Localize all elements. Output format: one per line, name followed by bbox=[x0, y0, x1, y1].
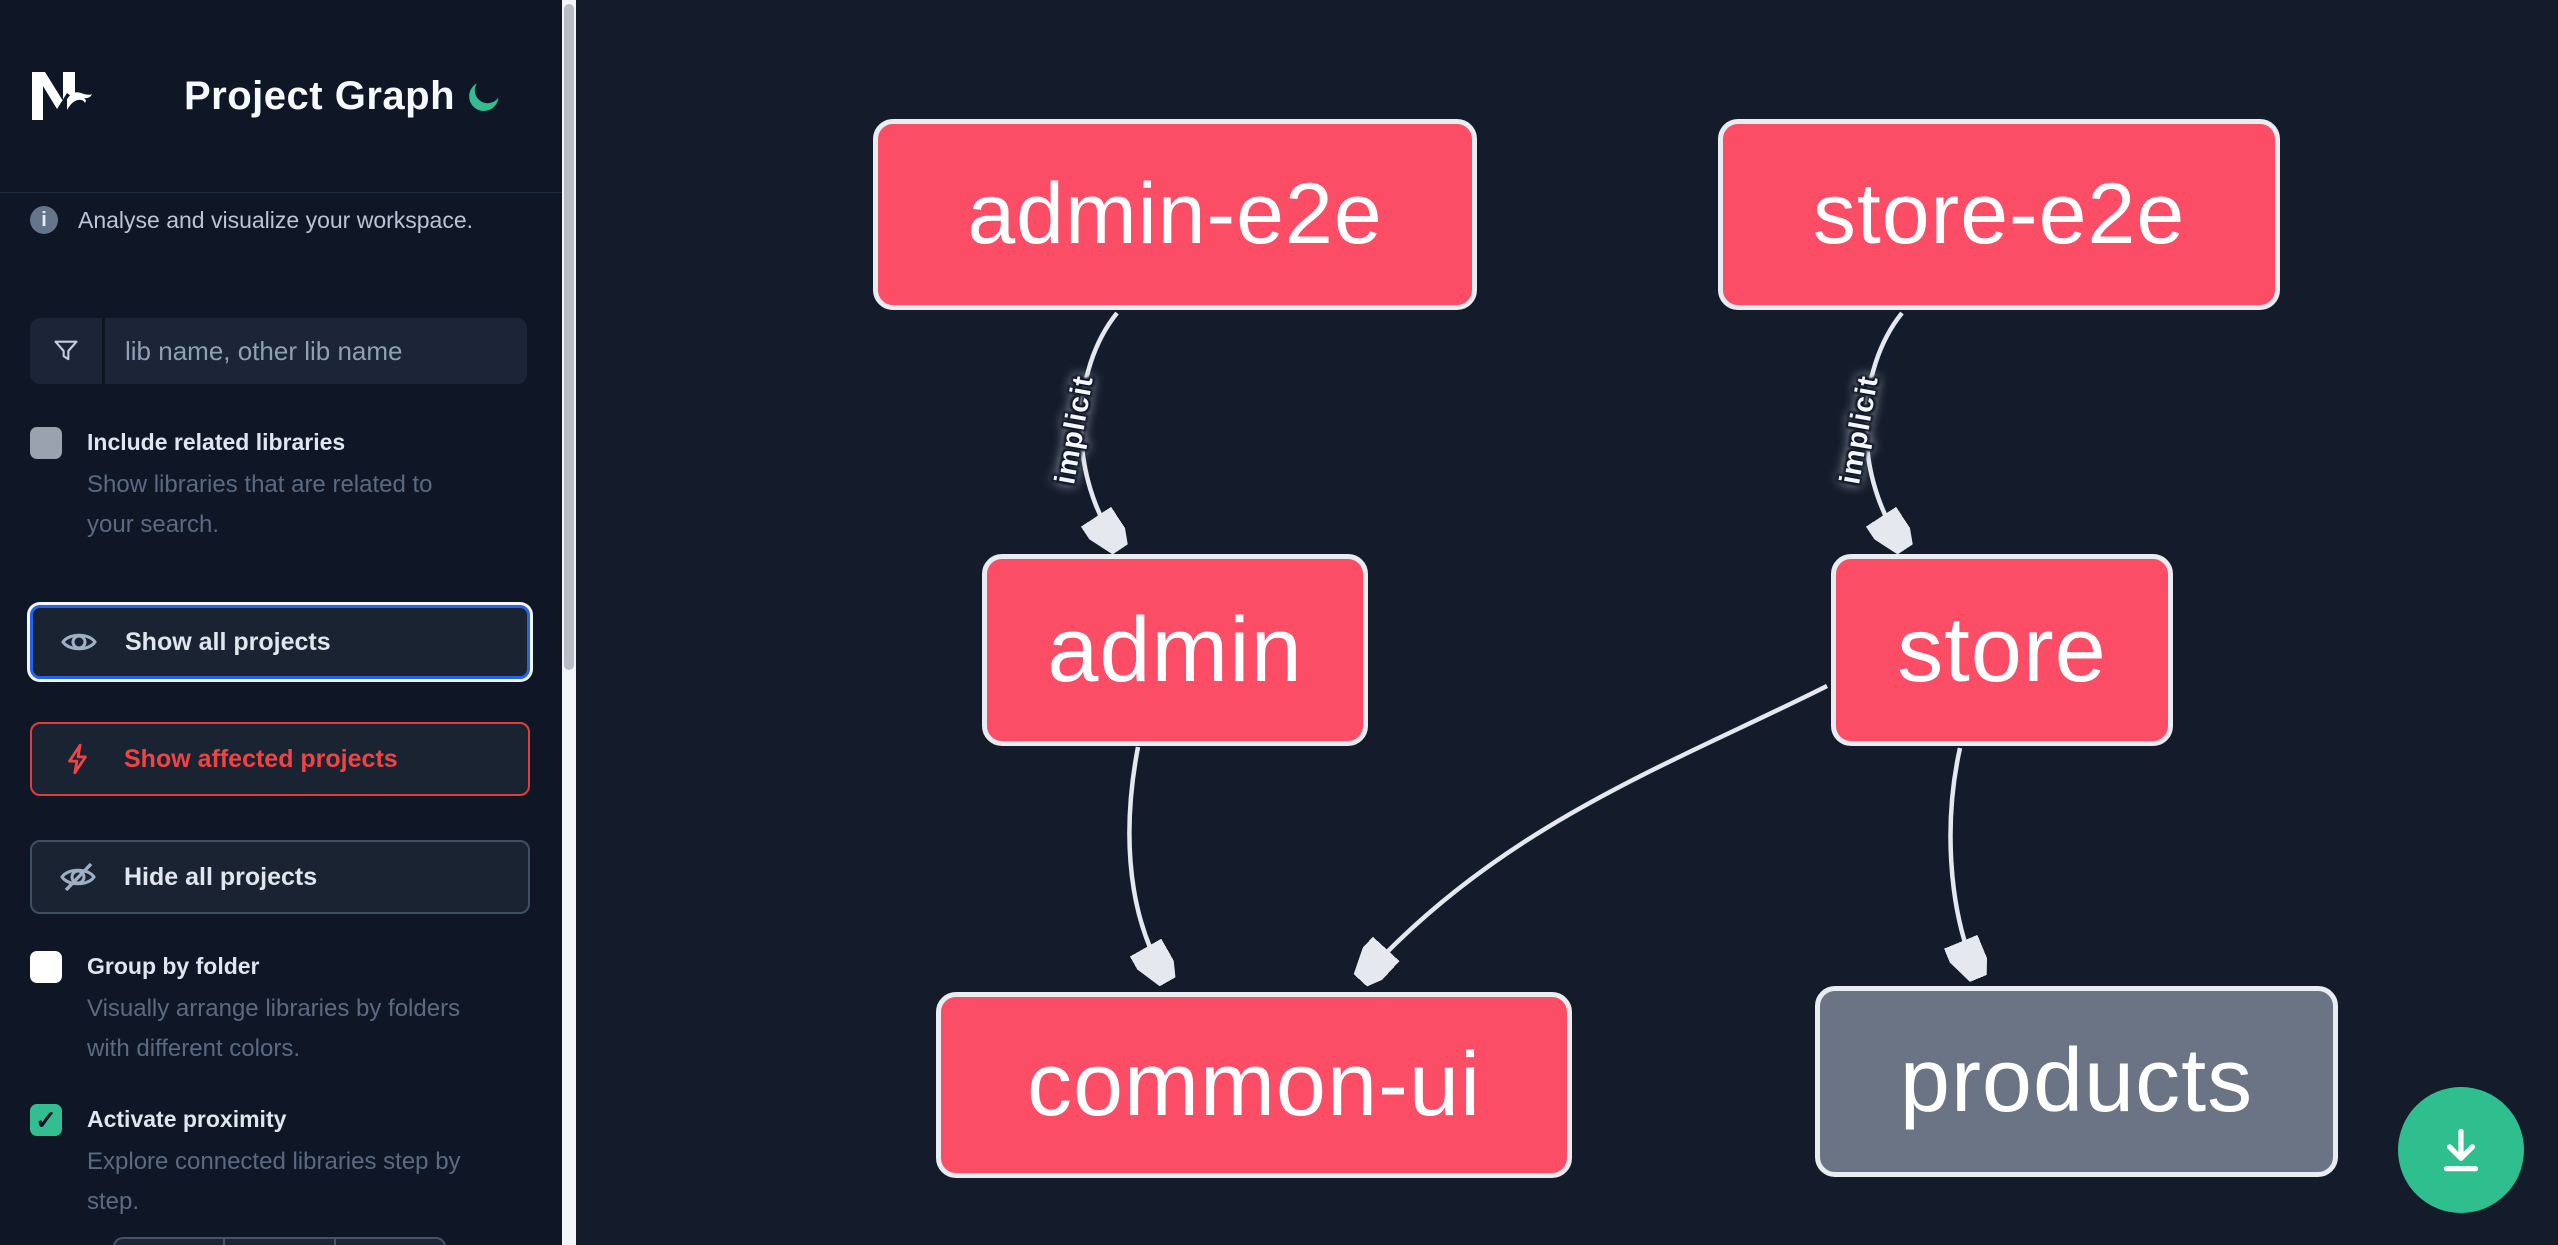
proximity-stepper-control[interactable] bbox=[113, 1237, 446, 1245]
eye-off-icon bbox=[60, 862, 96, 892]
bolt-icon bbox=[60, 743, 96, 775]
download-graph-button[interactable] bbox=[2398, 1087, 2524, 1213]
edge-store-to-products bbox=[1951, 747, 1974, 968]
group-by-folder-checkbox[interactable] bbox=[30, 951, 62, 983]
graph-node-common-ui[interactable]: common-ui bbox=[936, 992, 1572, 1178]
show-affected-projects-button[interactable]: Show affected projects bbox=[30, 722, 530, 796]
toggle-description: Visually arrange libraries by folders wi… bbox=[87, 995, 461, 1062]
filter-funnel-icon bbox=[30, 318, 105, 384]
search-input[interactable] bbox=[105, 318, 527, 384]
button-label: Show affected projects bbox=[124, 744, 398, 773]
toggle-description: Explore connected libraries step by step… bbox=[87, 1148, 461, 1215]
nx-logo bbox=[30, 68, 94, 124]
hide-all-projects-button[interactable]: Hide all projects bbox=[30, 840, 530, 914]
button-label: Hide all projects bbox=[124, 862, 318, 891]
page-title: Project Graph bbox=[184, 73, 456, 118]
toggle-group-by-folder[interactable]: Group by folder Visually arrange librari… bbox=[30, 948, 535, 1069]
edge-admin-e2e-to-admin bbox=[1078, 311, 1117, 540]
stepper-segment[interactable] bbox=[335, 1237, 446, 1245]
show-all-projects-button[interactable]: Show all projects bbox=[30, 605, 530, 679]
sidebar-scrollbar[interactable] bbox=[562, 0, 576, 1245]
edge-store-e2e-to-store bbox=[1863, 311, 1902, 540]
scrollbar-thumb[interactable] bbox=[564, 4, 574, 670]
workspace-info-row: i Analyse and visualize your workspace. bbox=[30, 206, 473, 234]
download-icon bbox=[2443, 1128, 2479, 1172]
graph-node-admin-e2e[interactable]: admin-e2e bbox=[873, 119, 1477, 310]
edge-store-to-common-ui bbox=[1368, 683, 1829, 972]
graph-node-products[interactable]: products bbox=[1815, 986, 2338, 1177]
button-label: Show all projects bbox=[125, 627, 331, 656]
toggle-label: Include related libraries bbox=[87, 429, 346, 455]
graph-edges bbox=[1078, 311, 2558, 1245]
graph-node-store[interactable]: store bbox=[1831, 554, 2173, 746]
eye-icon bbox=[61, 627, 97, 657]
toggle-include-related-libraries[interactable]: Include related libraries Show libraries… bbox=[30, 424, 535, 545]
stepper-segment[interactable] bbox=[113, 1237, 226, 1245]
sidebar-header: Project Graph bbox=[0, 0, 562, 193]
stepper-segment[interactable] bbox=[225, 1237, 336, 1245]
info-icon: i bbox=[30, 206, 58, 234]
theme-toggle-moon-icon[interactable] bbox=[464, 76, 504, 116]
tagline: Analyse and visualize your workspace. bbox=[78, 206, 474, 233]
include-related-checkbox[interactable] bbox=[30, 427, 62, 459]
search-box bbox=[30, 318, 527, 384]
edge-admin-to-common-ui bbox=[1127, 746, 1162, 972]
toggle-activate-proximity[interactable]: ✓ Activate proximity Explore connected l… bbox=[30, 1101, 535, 1222]
graph-node-admin[interactable]: admin bbox=[982, 554, 1368, 746]
toggle-description: Show libraries that are related to your … bbox=[87, 471, 433, 538]
graph-node-store-e2e[interactable]: store-e2e bbox=[1718, 119, 2280, 310]
toggle-label: Group by folder bbox=[87, 953, 260, 979]
toggle-label: Activate proximity bbox=[87, 1106, 287, 1132]
activate-proximity-checkbox[interactable]: ✓ bbox=[30, 1104, 62, 1136]
sidebar: Project Graph i Analyse and visualize yo… bbox=[0, 0, 562, 1245]
